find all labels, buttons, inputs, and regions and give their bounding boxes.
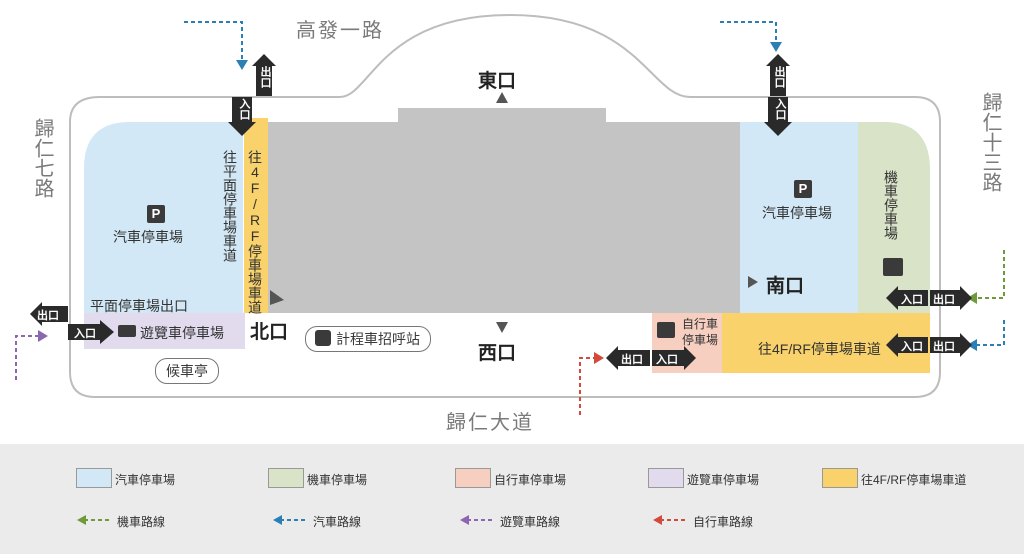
legend-bus-route-label: 遊覽車路線	[500, 515, 561, 529]
sign-entrance-ne: 入口	[774, 98, 786, 120]
car-route-east	[975, 320, 1005, 346]
legend: 汽車停車場 機車停車場 自行車停車場 遊覽車停車場 往4F/RF停車場車道 機車…	[0, 444, 1024, 554]
legend-car-label: 汽車停車場	[115, 473, 176, 487]
bicycle-route-south	[579, 357, 596, 415]
sign-exit-ne: 出口	[773, 66, 785, 88]
sign-exit-car-east: 出口	[933, 341, 955, 353]
sign-entrance-nw: 入口	[238, 98, 250, 120]
east-exit-label: 東口	[478, 71, 517, 92]
sign-entrance-moto: 入口	[901, 294, 923, 306]
motorcycle-park-area	[858, 122, 930, 313]
motorcycle-park-label: 機車停車場	[883, 170, 899, 240]
bus-icon	[118, 325, 136, 337]
sign-exit-moto: 出口	[933, 294, 955, 306]
sign-entrance-car-east: 入口	[901, 341, 923, 353]
moto-entrance-arrow-shape	[886, 286, 928, 310]
nw-exit-arrow-shape	[252, 54, 276, 96]
car-east-entrance-arrow-shape	[886, 333, 928, 357]
ramp-4f-horizontal-label: 往4F/RF停車場車道	[758, 341, 881, 357]
taxi-icon	[315, 330, 331, 346]
car-park-east-label: 汽車停車場	[762, 205, 832, 221]
station-building	[268, 108, 740, 313]
north-exit-arrow-icon	[270, 290, 284, 305]
sign-entrance-bike: 入口	[656, 354, 678, 366]
road-south-label: 歸仁大道	[446, 412, 534, 434]
legend-swatch-bus	[648, 468, 684, 488]
legend-swatch-car	[76, 468, 112, 488]
west-exit-arrow-shape	[30, 302, 68, 326]
legend-ramp-label: 往4F/RF停車場車道	[861, 473, 967, 487]
bicycle-icon	[657, 322, 675, 338]
nw-entrance-arrow-shape	[228, 97, 256, 136]
ne-exit-arrow-shape	[766, 54, 790, 96]
sign-exit-nw: 出口	[259, 66, 271, 88]
bus-route-west	[15, 335, 40, 380]
ramp-flat-label: 往平面停車場車道	[222, 150, 238, 262]
car-park-east-area	[740, 122, 858, 313]
sign-exit-west: 出口	[37, 310, 59, 322]
road-north-label: 高發一路	[296, 20, 384, 42]
car-route-north-west	[184, 21, 243, 62]
parking-icon: P	[794, 180, 812, 198]
waiting-pavilion-label: 候車亭	[155, 358, 219, 384]
legend-motorcycle-label: 機車停車場	[307, 473, 368, 487]
legend-bicycle-route-label: 自行車路線	[693, 515, 754, 529]
flat-park-exit-label: 平面停車場出口	[90, 298, 188, 314]
legend-swatch-ramp	[822, 468, 858, 488]
map-canvas	[15, 13, 1005, 415]
legend-bus-route-line	[460, 515, 495, 525]
ramp-4f-vertical-label: 往4F/RF停車場車道	[247, 150, 263, 314]
legend-bicycle-route-line	[653, 515, 688, 525]
sign-exit-bike: 出口	[621, 354, 643, 366]
legend-car-route-line	[273, 515, 308, 525]
legend-car-route-label: 汽車路線	[313, 515, 362, 529]
south-exit-arrow-icon	[748, 276, 758, 288]
west-entrance-arrow-shape	[68, 320, 114, 344]
west-exit-arrow-icon	[496, 322, 508, 333]
bike-exit-arrow-shape	[606, 346, 650, 370]
legend-swatch-bicycle	[455, 468, 491, 488]
west-exit-label: 西口	[478, 343, 517, 364]
parking-icon: P	[147, 205, 165, 223]
legend-bicycle-label: 自行車停車場	[494, 473, 567, 487]
legend-motorcycle-route-label: 機車路線	[117, 515, 166, 529]
ramp-4f-vertical-area	[244, 118, 268, 313]
bus-park-label: 遊覽車停車場	[140, 325, 224, 341]
road-east-label: 歸仁十三路	[979, 92, 1001, 192]
moto-exit-arrow-shape	[930, 286, 972, 310]
motorcycle-icon	[883, 258, 903, 276]
road-west-label: 歸仁七路	[31, 118, 53, 198]
legend-swatch-motorcycle	[268, 468, 304, 488]
east-exit-arrow-icon	[496, 92, 508, 103]
car-east-exit-arrow-shape	[930, 333, 972, 357]
bicycle-park-label: 自行車停車場	[681, 317, 718, 347]
legend-bus-label: 遊覽車停車場	[687, 473, 760, 487]
car-park-west-label: 汽車停車場	[113, 229, 183, 245]
bike-entrance-arrow-shape	[652, 346, 696, 370]
motorcycle-route-east	[975, 250, 1005, 299]
sign-entrance-west: 入口	[74, 328, 96, 340]
ne-entrance-arrow-shape	[764, 97, 792, 136]
site-boundary	[69, 13, 941, 398]
legend-motorcycle-route-line	[77, 515, 112, 525]
car-route-north-east	[720, 21, 777, 44]
north-exit-label: 北口	[250, 322, 289, 343]
south-exit-label: 南口	[766, 276, 805, 297]
